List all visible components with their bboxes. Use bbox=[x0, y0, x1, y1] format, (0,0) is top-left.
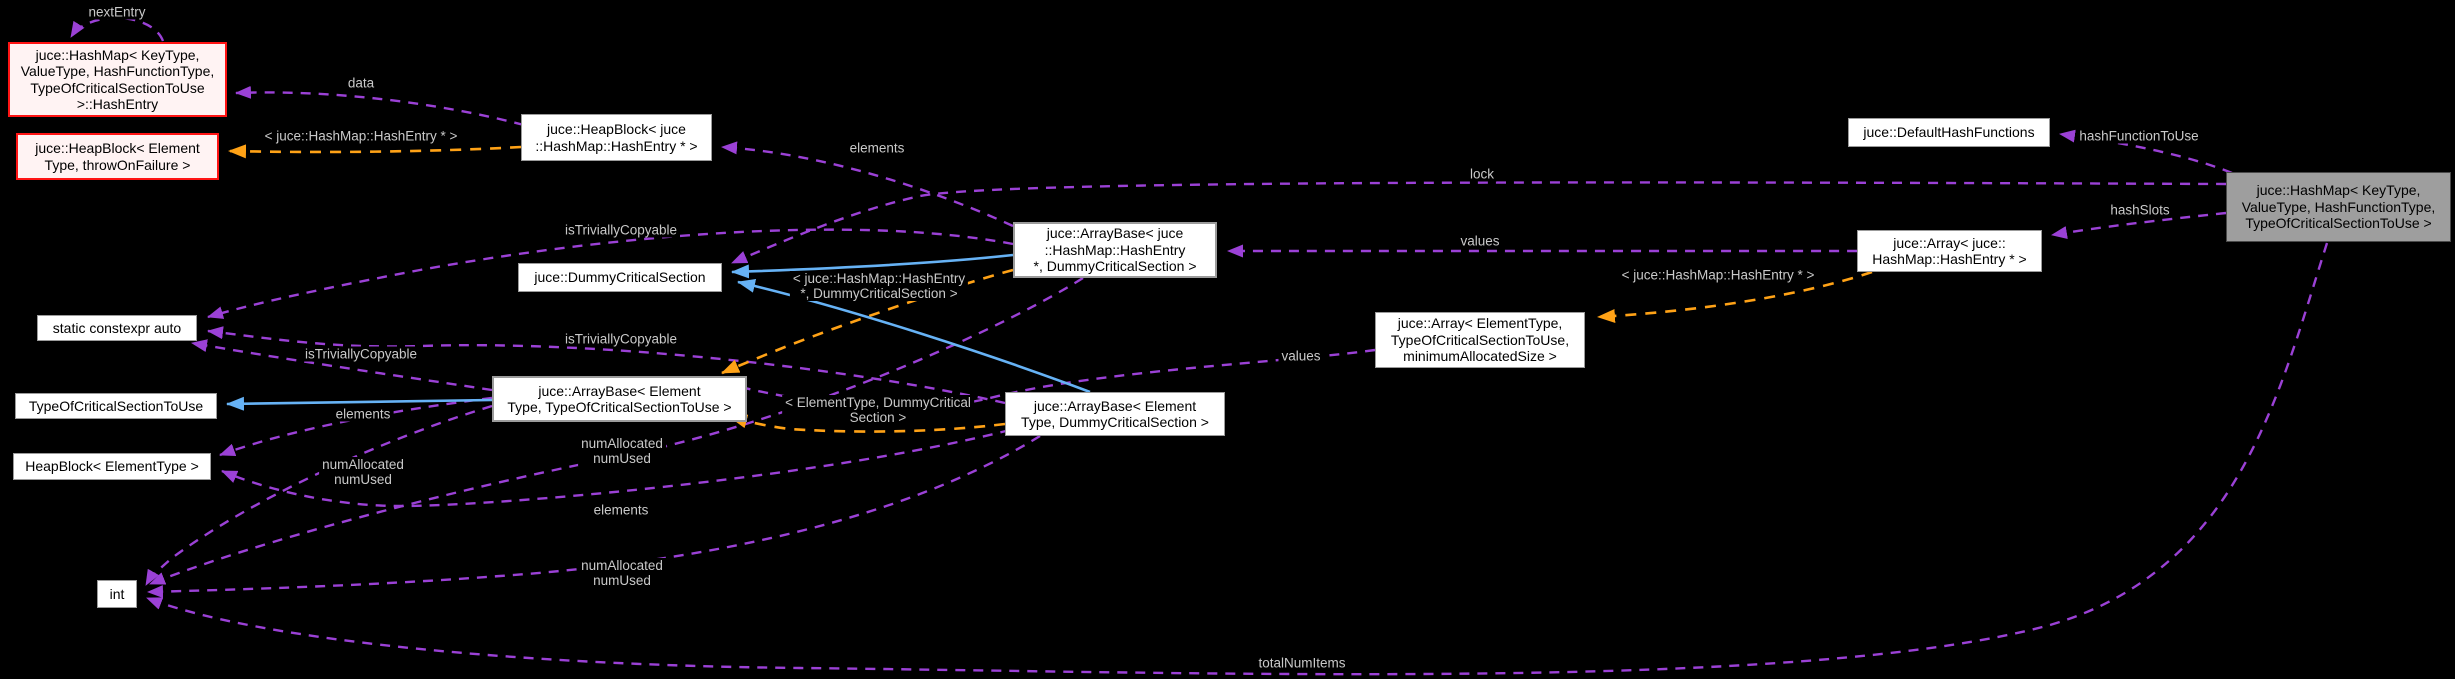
edge-istrivially-3 bbox=[207, 326, 1006, 405]
edge-totalnumitems bbox=[146, 242, 2329, 676]
edge-label-elements-bottom: elements bbox=[590, 502, 652, 518]
node-array-hashentry[interactable]: juce::Array< juce:: HashMap::HashEntry *… bbox=[1857, 230, 2042, 272]
edge-label-template-hashentry-right: < juce::HashMap::HashEntry * > bbox=[1618, 267, 1818, 283]
node-static-constexpr-auto[interactable]: static constexpr auto bbox=[37, 315, 197, 341]
edge-label-lock: lock bbox=[1466, 166, 1498, 182]
edge-istrivially-2 bbox=[191, 339, 493, 392]
node-defaulthashfunctions[interactable]: juce::DefaultHashFunctions bbox=[1848, 118, 2050, 147]
edge-data bbox=[235, 85, 525, 127]
edge-label-elements-left: elements bbox=[332, 406, 394, 422]
edge-label-numallocated-2: numAllocated numUsed bbox=[578, 436, 666, 466]
edge-label-istriviallycopyable-1: isTriviallyCopyable bbox=[561, 222, 681, 238]
edge-elements-top bbox=[721, 141, 1014, 228]
node-arraybase-hashentry-dummycs[interactable]: juce::ArrayBase< juce ::HashMap::HashEnt… bbox=[1013, 222, 1217, 278]
edge-hashfunctiontouse bbox=[2059, 129, 2233, 175]
edge-label-totalnumitems: totalNumItems bbox=[1255, 655, 1349, 671]
edge-label-elements-top: elements bbox=[846, 140, 908, 156]
node-heapblock-hashentry[interactable]: juce::HeapBlock< juce ::HashMap::HashEnt… bbox=[521, 114, 712, 161]
edge-lock bbox=[731, 181, 2227, 265]
node-dummycriticalsection[interactable]: juce::DummyCriticalSection bbox=[518, 263, 722, 292]
edge-tmpl-heapblock bbox=[228, 144, 522, 159]
edge-numalloc-2 bbox=[149, 276, 1084, 586]
edge-inherit-tocstu bbox=[226, 396, 493, 411]
edge-label-data: data bbox=[344, 75, 378, 91]
edge-label-values-mid: values bbox=[1278, 348, 1324, 364]
node-heapblock-elementtype-throwonfailure[interactable]: juce::HeapBlock< Element Type, throwOnFa… bbox=[16, 133, 219, 180]
edge-tmpl-array bbox=[1597, 270, 1873, 323]
edge-elements-bottom bbox=[221, 428, 1011, 508]
node-heapblock-elementtype[interactable]: HeapBlock< ElementType > bbox=[13, 453, 211, 480]
edge-inherit-dcs-1 bbox=[731, 253, 1014, 279]
node-array-elementtype[interactable]: juce::Array< ElementType, TypeOfCritical… bbox=[1375, 312, 1585, 368]
edge-tmpl-arraybase-e bbox=[729, 414, 1006, 433]
edge-label-template-elementtype-dcs: < ElementType, DummyCritical Section > bbox=[782, 395, 974, 425]
edge-nextentry bbox=[69, 16, 165, 42]
edge-label-hashslots: hashSlots bbox=[2107, 202, 2173, 218]
edge-label-hashfunctiontouse: hashFunctionToUse bbox=[2076, 128, 2202, 144]
node-arraybase-elementtype-tocstu[interactable]: juce::ArrayBase< Element Type, TypeOfCri… bbox=[492, 376, 747, 422]
edge-label-nextentry: nextEntry bbox=[85, 4, 149, 20]
edge-inherit-dcs-2 bbox=[737, 279, 1091, 394]
node-int[interactable]: int bbox=[97, 580, 137, 608]
edge-label-template-hashentry-left: < juce::HashMap::HashEntry * > bbox=[261, 128, 461, 144]
edge-numalloc-3 bbox=[147, 434, 1041, 599]
node-hashmap-hashentry[interactable]: juce::HashMap< KeyType, ValueType, HashF… bbox=[8, 42, 227, 117]
node-hashmap-main[interactable]: juce::HashMap< KeyType, ValueType, HashF… bbox=[2226, 172, 2451, 242]
edge-tmpl-arraybase-he bbox=[721, 268, 1014, 375]
edge-hashslots bbox=[2051, 211, 2227, 239]
edge-label-values-top: values bbox=[1457, 233, 1503, 249]
edge-label-template-hashentry-dcs: < juce::HashMap::HashEntry *, DummyCriti… bbox=[789, 271, 969, 301]
edge-label-istriviallycopyable-2: isTriviallyCopyable bbox=[301, 346, 421, 362]
node-arraybase-elementtype-dummycs[interactable]: juce::ArrayBase< Element Type, DummyCrit… bbox=[1005, 392, 1225, 436]
edge-label-numallocated-3: numAllocated numUsed bbox=[578, 558, 666, 588]
edge-label-numallocated-1: numAllocated numUsed bbox=[319, 457, 407, 487]
edge-numalloc-1 bbox=[144, 404, 493, 586]
edge-label-istriviallycopyable-3: isTriviallyCopyable bbox=[561, 331, 681, 347]
node-typeofcriticalsectiontouse[interactable]: TypeOfCriticalSectionToUse bbox=[15, 393, 217, 419]
